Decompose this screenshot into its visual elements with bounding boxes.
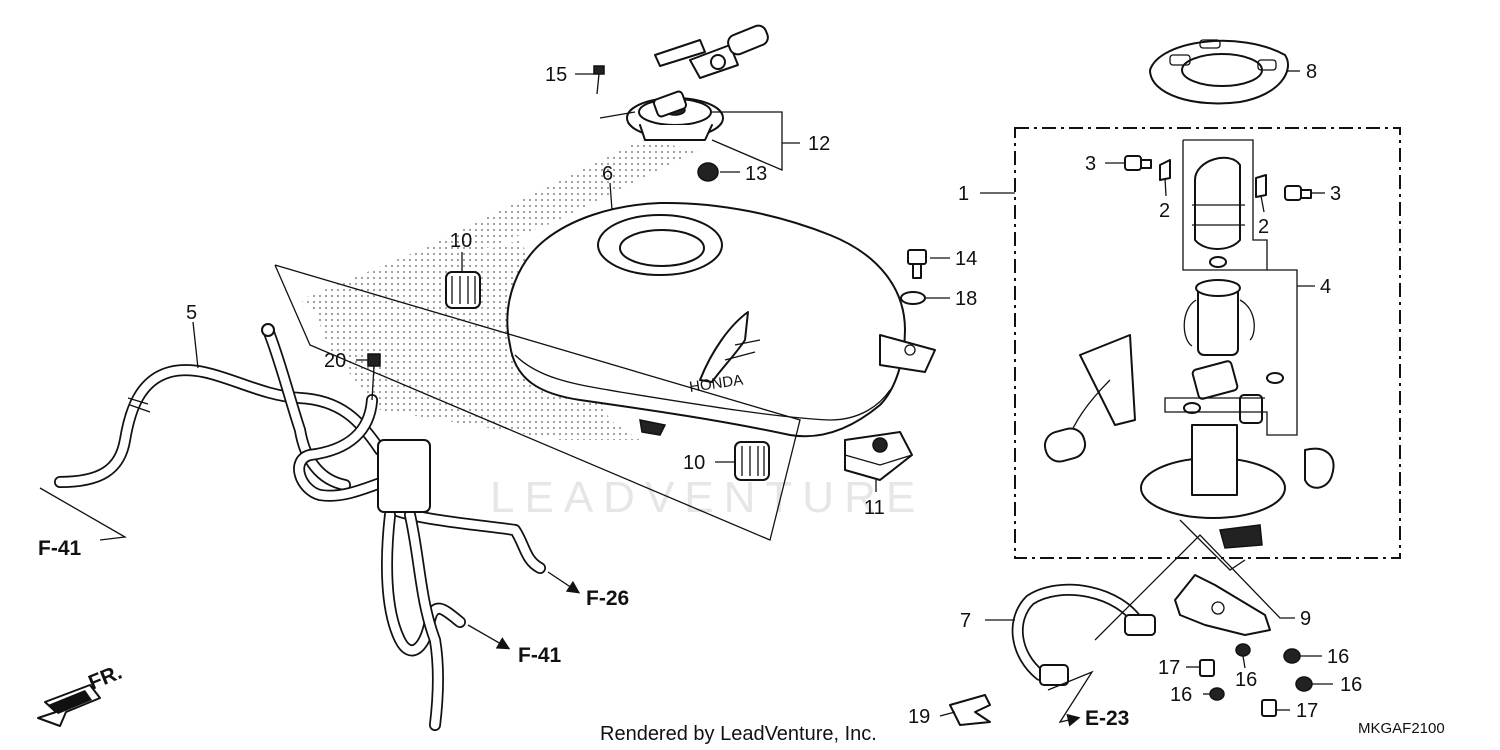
leader-lines: [192, 70, 1333, 717]
callout-17-a: 17: [1158, 657, 1180, 679]
callout-10-upper: 10: [450, 230, 472, 252]
diagram-code: MKGAF2100: [1358, 720, 1445, 737]
tank-cushion-10-upper: [445, 271, 481, 309]
callout-15: 15: [545, 64, 567, 86]
callout-3-left: 3: [1085, 153, 1096, 175]
clip-20: [367, 353, 381, 401]
nut-16-b: [1209, 687, 1225, 701]
bolt-17-a: [1199, 659, 1215, 677]
breather-hose-5: [54, 323, 546, 731]
cap-gasket-13: [697, 162, 719, 182]
tank-cushion-10-lower: [734, 441, 770, 481]
callout-11: 11: [864, 497, 885, 519]
screw-3-left: [1124, 155, 1152, 171]
callout-9: 9: [1300, 608, 1311, 630]
fuel-feed-hose-7: [1011, 583, 1156, 686]
callout-4: 4: [1320, 276, 1331, 298]
credit-text: Rendered by LeadVenture, Inc.: [600, 723, 877, 745]
reference-arrows: [39, 487, 1094, 727]
pump-gasket-8: [1149, 39, 1289, 105]
callout-16-d: 16: [1170, 684, 1192, 706]
clip-2-right: [1255, 174, 1267, 198]
fuel-pump-assembly: [1043, 156, 1335, 549]
callout-6: 6: [602, 163, 613, 185]
nut-16-c: [1283, 648, 1301, 664]
mount-rubber-11: [844, 431, 913, 481]
callout-10-lower: 10: [683, 452, 705, 474]
fuel-pump-box: [1014, 127, 1401, 559]
callout-2-left: 2: [1159, 200, 1170, 222]
ref-f41-bottom: F-41: [518, 644, 562, 667]
nut-16-d: [1295, 676, 1313, 692]
callout-7: 7: [960, 610, 971, 632]
clamp-19: [949, 694, 991, 726]
front-direction-marker: FR.: [37, 661, 125, 727]
callout-5: 5: [186, 302, 197, 324]
clip-2-left: [1159, 159, 1171, 181]
watermark-text: LEADVENTURE: [490, 473, 925, 522]
callout-8: 8: [1306, 61, 1317, 83]
callout-18: 18: [955, 288, 977, 310]
ref-f26: F-26: [586, 587, 629, 610]
screw-3-right: [1284, 185, 1312, 201]
callout-16-a: 16: [1327, 646, 1349, 668]
callout-2-right: 2: [1258, 216, 1269, 238]
callout-12: 12: [808, 133, 830, 155]
group-outline: [274, 264, 801, 541]
callout-19: 19: [908, 706, 930, 728]
callout-1: 1: [958, 183, 969, 205]
callout-13: 13: [745, 163, 767, 185]
fuel-cap-assembly: [626, 24, 769, 141]
callout-3-right: 3: [1330, 183, 1341, 205]
washer-18: [900, 291, 926, 305]
nut-16-a: [1235, 643, 1251, 657]
callout-16-c: 16: [1340, 674, 1362, 696]
pump-group-outline: [1182, 139, 1268, 271]
callout-14: 14: [955, 248, 977, 270]
callout-16-b: 16: [1235, 669, 1257, 691]
ref-f41-left: F-41: [38, 537, 82, 560]
callout-17-b: 17: [1296, 700, 1318, 722]
bolt-14: [907, 249, 927, 279]
bolt-17-b: [1261, 699, 1277, 717]
ref-e23: E-23: [1085, 707, 1129, 730]
screw-15: [593, 65, 605, 95]
callout-20: 20: [324, 350, 346, 372]
fuel-tank: HONDA: [506, 201, 936, 438]
fr-label: FR.: [85, 661, 125, 695]
